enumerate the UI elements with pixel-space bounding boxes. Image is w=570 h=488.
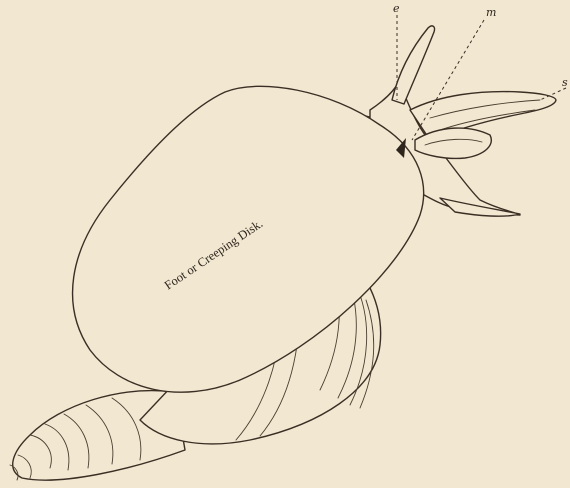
siphon [410,92,556,159]
label-s: s [562,76,568,89]
label-e: e [393,2,400,15]
tentacle-e [392,26,435,104]
label-m: m [486,6,496,19]
